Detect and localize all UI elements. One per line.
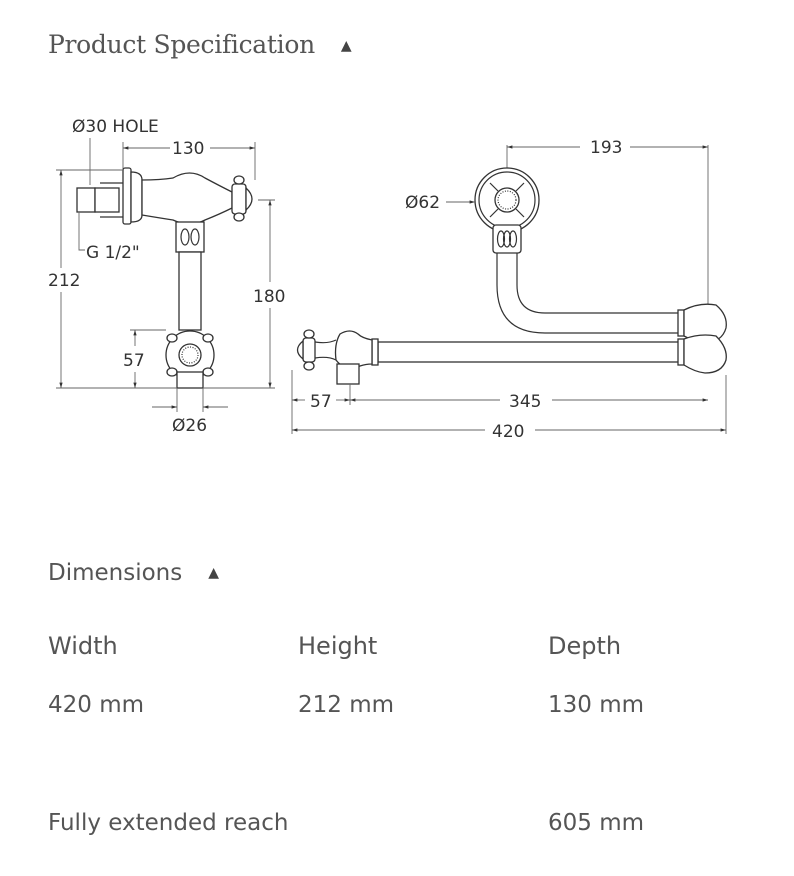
- height-value: 212 mm: [298, 692, 395, 718]
- top-view: 193 Ø62 57 34: [291, 138, 727, 442]
- dim-130: 130: [172, 139, 204, 159]
- dim-420: 420: [492, 422, 524, 442]
- product-specification-heading[interactable]: Product Specification ▲: [48, 30, 352, 59]
- reach-value: 605 mm: [548, 810, 645, 836]
- depth-label: Depth: [548, 632, 622, 660]
- depth-value: 130 mm: [548, 692, 645, 718]
- dim-180: 180: [253, 287, 285, 307]
- width-value: 420 mm: [48, 692, 145, 718]
- dim-62: Ø62: [405, 193, 440, 213]
- thread-label: G 1/2": [86, 243, 140, 263]
- section-title: Dimensions: [48, 560, 183, 586]
- dim-26: Ø26: [172, 416, 207, 436]
- triangle-up-icon[interactable]: ▲: [208, 565, 220, 581]
- dimensions-heading[interactable]: Dimensions ▲: [48, 560, 219, 586]
- width-label: Width: [48, 632, 118, 660]
- section-title: Product Specification: [48, 30, 315, 59]
- dim-57-left: 57: [123, 351, 145, 371]
- dim-193: 193: [590, 138, 622, 158]
- height-label: Height: [298, 632, 378, 660]
- hole-label: Ø30 HOLE: [72, 117, 159, 137]
- dim-57-bottom: 57: [310, 392, 332, 412]
- reach-label: Fully extended reach: [48, 810, 289, 836]
- triangle-up-icon[interactable]: ▲: [340, 38, 352, 54]
- dim-212: 212: [48, 271, 80, 291]
- side-view: Ø30 HOLE 130 G 1/2": [48, 117, 285, 436]
- dim-345: 345: [509, 392, 541, 412]
